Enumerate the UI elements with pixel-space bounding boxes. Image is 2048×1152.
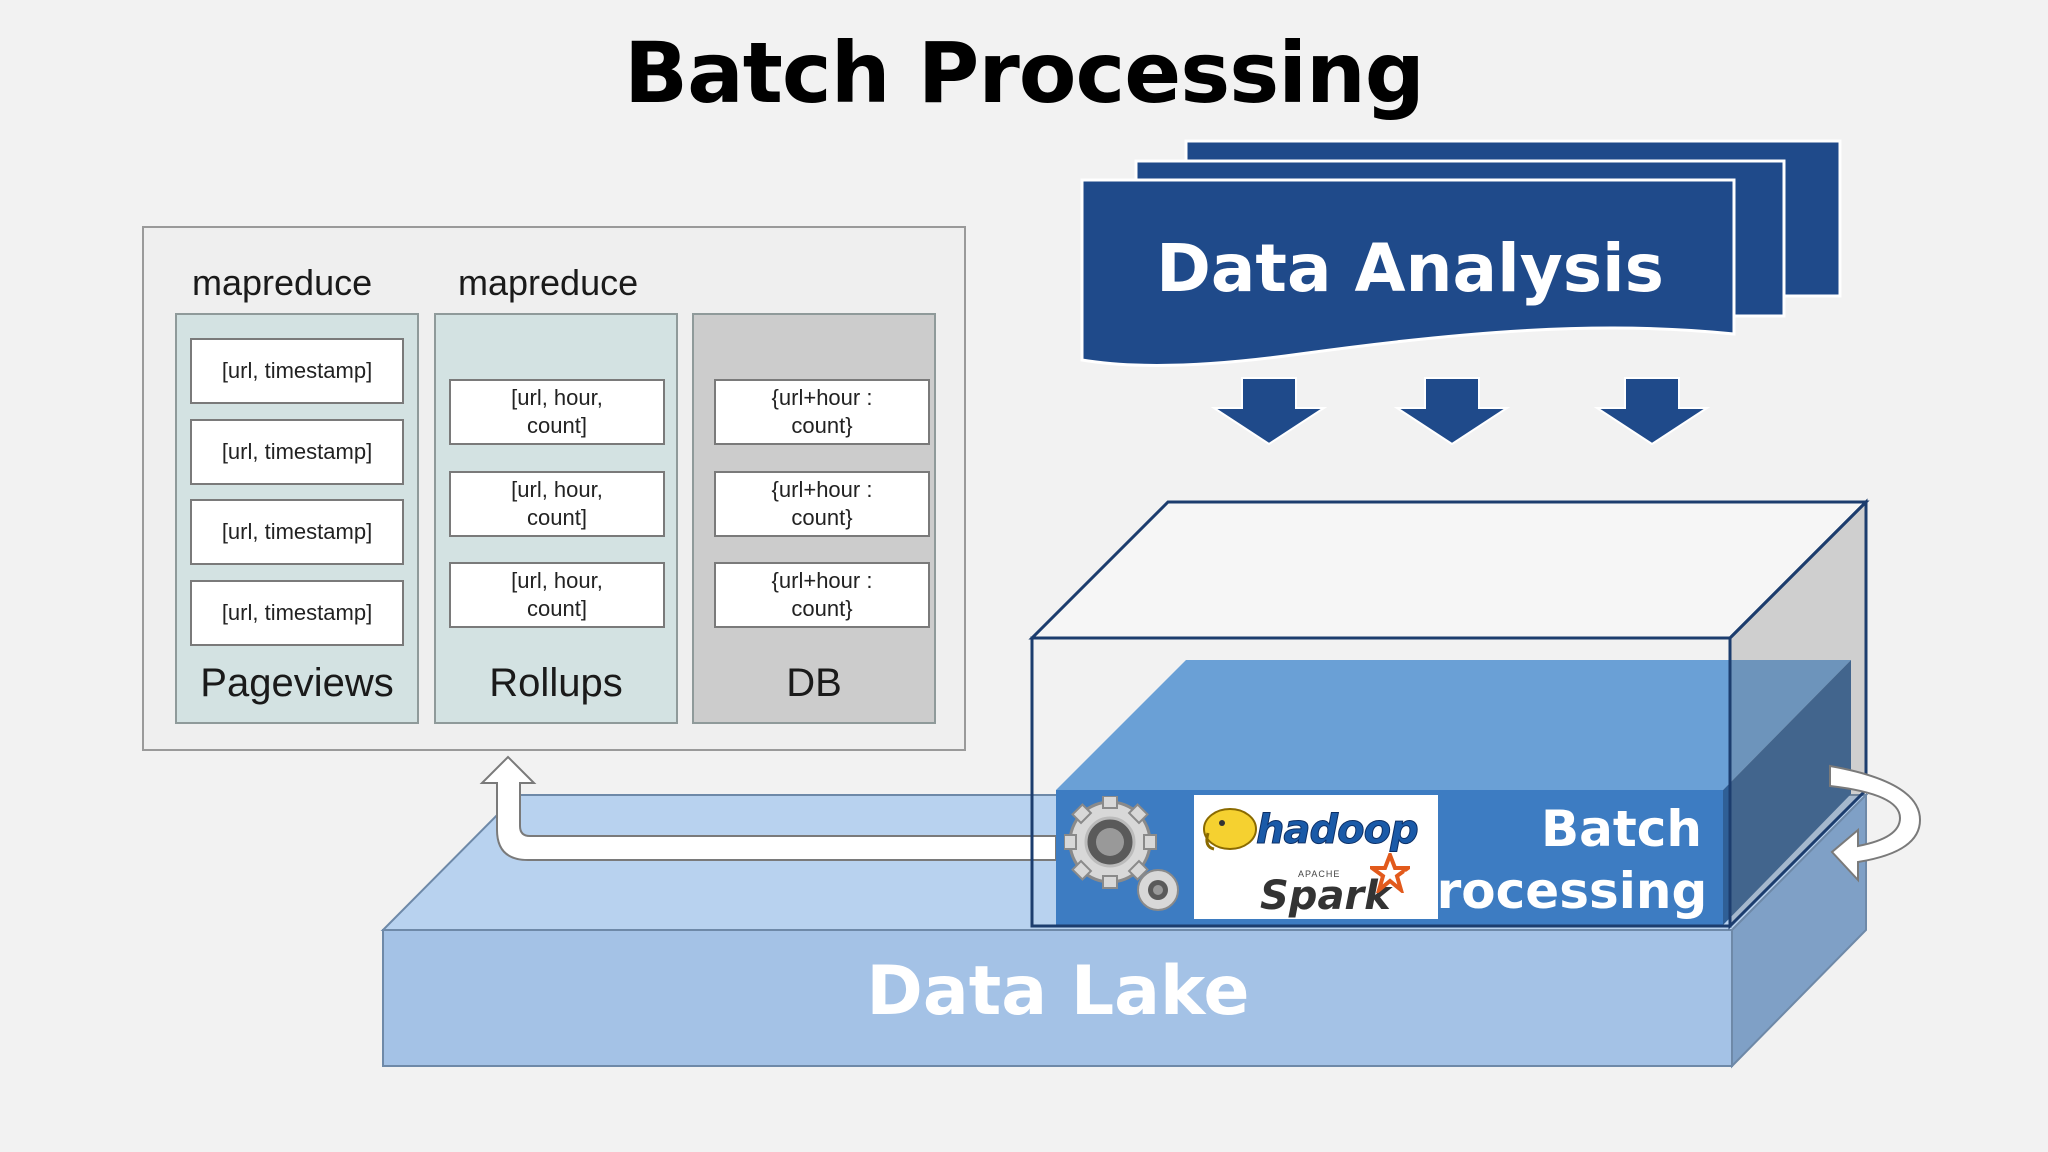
rollups-column: [url, hour,count] [url, hour,count] [url… xyxy=(434,313,678,724)
data-analysis-label: Data Analysis xyxy=(1156,230,1664,307)
glass-container xyxy=(1028,498,1870,930)
rollups-label: Rollups xyxy=(489,661,623,705)
mapreduce-label-2: mapreduce xyxy=(458,262,639,303)
data-analysis-stack xyxy=(1080,139,1842,367)
apache-logo-text: APACHE xyxy=(1298,869,1341,879)
pageview-record: [url, timestamp] xyxy=(190,499,404,565)
rollup-record: [url, hour,count] xyxy=(449,471,665,537)
down-arrows xyxy=(1210,377,1711,446)
db-column: {url+hour :count} {url+hour :count} {url… xyxy=(692,313,936,724)
spark-logo-text: Spark xyxy=(1260,873,1391,919)
db-record: {url+hour :count} xyxy=(714,562,930,628)
mapreduce-label-1: mapreduce xyxy=(192,262,373,303)
batch-processing-label: Batch Processing xyxy=(1400,800,1708,920)
pageviews-column: [url, timestamp] [url, timestamp] [url, … xyxy=(175,313,419,724)
pageview-record: [url, timestamp] xyxy=(190,338,404,404)
pageview-record: [url, timestamp] xyxy=(190,419,404,485)
db-record: {url+hour :count} xyxy=(714,379,930,445)
hadoop-logo-text: hadoop xyxy=(1256,807,1420,854)
pageviews-label: Pageviews xyxy=(200,661,394,705)
hadoop-spark-logos: hadoop APACHE Spark xyxy=(1194,795,1438,919)
pageview-record: [url, timestamp] xyxy=(190,580,404,646)
gears-icon xyxy=(1064,796,1179,911)
db-record: {url+hour :count} xyxy=(714,471,930,537)
return-arrow xyxy=(479,755,1057,861)
db-label: DB xyxy=(786,661,842,705)
rollup-record: [url, hour,count] xyxy=(449,562,665,628)
page-title: Batch Processing xyxy=(624,24,1425,122)
data-lake-label: Data Lake xyxy=(866,952,1250,1031)
spark-star-icon xyxy=(1370,853,1410,893)
data-lake-slab xyxy=(380,792,1869,1069)
hadoop-elephant-icon xyxy=(1203,808,1257,851)
rollup-record: [url, hour,count] xyxy=(449,379,665,445)
cycle-arrow-right xyxy=(1829,764,1922,883)
